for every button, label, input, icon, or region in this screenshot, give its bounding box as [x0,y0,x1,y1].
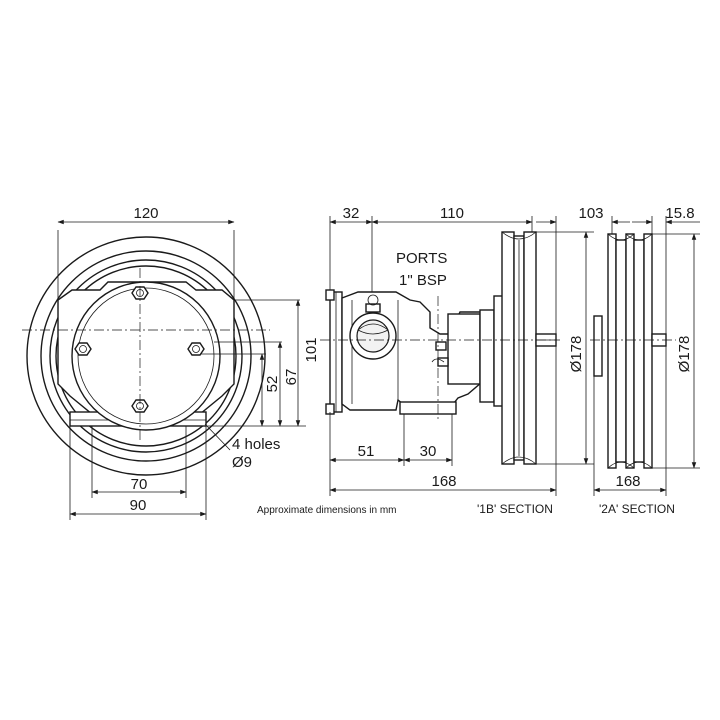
dim-32: 32 [343,205,360,222]
bolt-left [74,342,92,356]
pump-cover-inner [77,287,215,425]
dim-52: 52 [264,376,281,393]
dim-101: 101 [303,337,320,362]
dim-30: 30 [420,443,437,460]
section-2a-dimensions: 15.8 Ø178 168 '2A' SECTION [593,205,700,516]
pulley-outer-rim [26,236,266,476]
dim-168-1b: 168 [431,473,456,490]
dim-dia-178-2a: Ø178 [676,336,693,373]
dim-dia-178-1b: Ø178 [568,336,585,373]
section-2a-view [590,233,676,469]
side-dimensions: 32 110 PORTS 1" BSP 51 30 168 '1B' SECTI… [329,205,630,516]
dim-90: 90 [130,497,147,514]
dim-15-8: 15.8 [665,205,694,222]
label-holes-count: 4 holes [232,436,280,453]
approx-dimensions-note: Approximate dimensions in mm [257,505,397,516]
dim-120: 120 [133,205,158,222]
label-section-2a: '2A' SECTION [599,502,675,516]
dim-70: 70 [131,476,148,493]
side-foot [399,401,457,415]
front-dimensions: 120 101 67 52 4 holes Ø9 70 90 [57,205,320,520]
dim-103: 103 [578,205,603,222]
dim-110: 110 [440,205,464,222]
label-ports: PORTS [396,250,447,267]
pulley-hub-ring [55,265,237,447]
side-view [320,231,560,465]
dim-168-2a: 168 [615,473,640,490]
dim-51: 51 [358,443,375,460]
pump-cover [71,281,221,431]
bearing-housing [447,313,481,385]
bolt-right [187,342,205,356]
label-holes-dia: Ø9 [232,454,252,471]
pulley-2a [607,233,653,469]
pulley-groove-ring [40,250,252,462]
bolt-bottom [131,399,149,413]
label-ports-size: 1" BSP [399,272,447,289]
pulley-1b [501,231,537,465]
label-section-1b: '1B' SECTION [477,502,553,516]
front-view [22,236,270,476]
port-opening-inner [356,319,390,353]
dim-67: 67 [283,369,300,386]
pulley-inner-ring [49,259,243,453]
